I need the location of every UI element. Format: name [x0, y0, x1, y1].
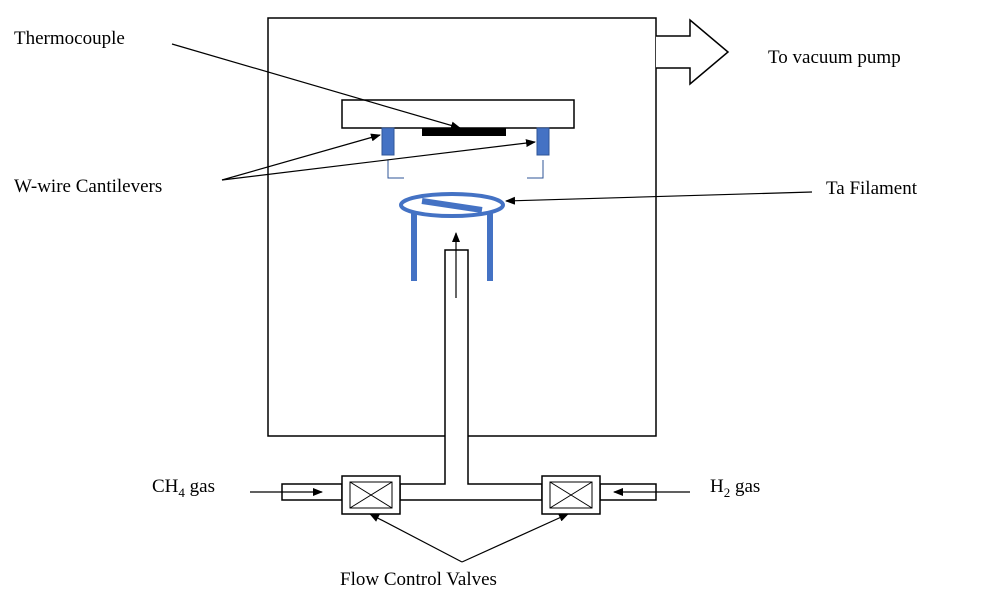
thermocouple-leader: [171, 43, 461, 130]
filament-bar: [421, 198, 483, 213]
filament-leader: [505, 191, 813, 205]
flow-control-valve-right: [541, 475, 601, 515]
cantilever-bracket-left: [387, 160, 404, 179]
cantilever-right: [536, 127, 550, 156]
label-flow-control-valves: Flow Control Valves: [340, 569, 497, 590]
label-h2-gas: H2 gas: [710, 476, 760, 500]
cantilever-leader-left: [221, 133, 381, 181]
vacuum-outlet-arrow: [656, 18, 730, 86]
ch4-suffix: gas: [185, 476, 215, 497]
label-vacuum-pump: To vacuum pump: [768, 47, 901, 68]
label-ch4-gas: CH4 gas: [152, 476, 215, 500]
ch4-base: CH: [152, 476, 179, 497]
cantilever-leader-right: [221, 139, 536, 181]
cantilever-left: [381, 127, 395, 156]
flow-control-valve-left: [341, 475, 401, 515]
filament-loop: [399, 192, 505, 218]
label-filament: Ta Filament: [826, 178, 918, 199]
valve-leader-right: [461, 513, 569, 563]
label-thermocouple: Thermocouple: [14, 28, 125, 49]
ch4-subscript: 4: [178, 485, 185, 500]
cantilever-bracket-right: [527, 160, 544, 179]
thermocouple-strip: [422, 128, 506, 136]
label-cantilevers: W-wire Cantilevers: [14, 176, 162, 197]
h2-base: H: [710, 476, 724, 497]
h2-subscript: 2: [724, 485, 731, 500]
h2-suffix: gas: [730, 476, 760, 497]
valve-leader-left: [369, 513, 463, 563]
